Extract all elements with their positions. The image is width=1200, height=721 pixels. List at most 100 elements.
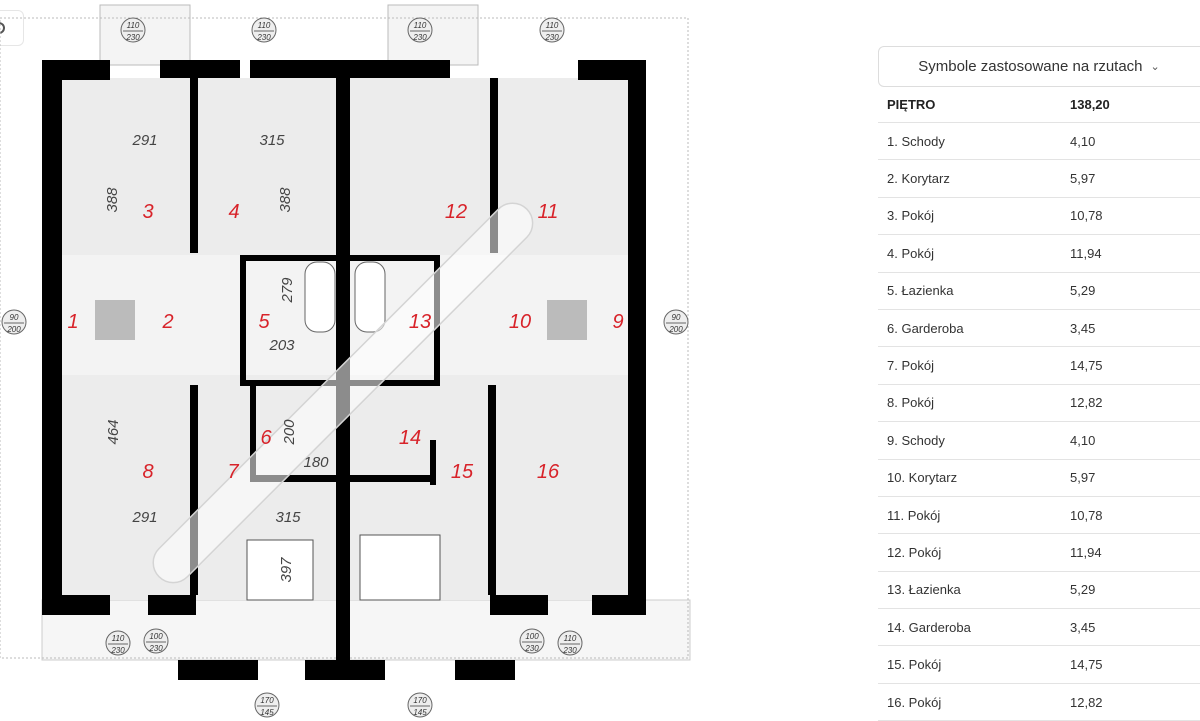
window-width: 170 (413, 696, 427, 705)
window-height: 230 (524, 644, 539, 653)
dimension-label: 203 (268, 337, 295, 354)
room-row: 8. Pokój 12,82 (878, 385, 1200, 423)
room-area: 4,10 (1070, 133, 1096, 149)
room-row: 13. Łazienka 5,29 (878, 572, 1200, 610)
window-tag (539, 17, 565, 43)
window-width: 110 (414, 21, 427, 30)
window-height: 200 (6, 325, 21, 334)
room-name: 11. Pokój (887, 507, 941, 523)
room-area: 14,75 (1070, 358, 1103, 374)
room-number: 6 (260, 427, 272, 449)
window-height: 230 (148, 644, 163, 653)
room-number: 9 (612, 311, 623, 333)
room-name: 13. Łazienka (887, 582, 961, 598)
room-area: 12,82 (1070, 395, 1103, 411)
room-number: 8 (142, 461, 153, 483)
symbols-button-label: Symbole zastosowane na rzutach (918, 58, 1143, 75)
dimension-label: 388 (277, 187, 294, 213)
room-area: 5,29 (1070, 582, 1096, 598)
room-name: 3. Pokój (887, 208, 934, 224)
room-number: 16 (537, 461, 560, 483)
window-height: 230 (110, 646, 125, 655)
room-area: 5,97 (1070, 171, 1096, 187)
room-number: 12 (445, 201, 467, 223)
room-row: 15. Pokój 14,75 (878, 646, 1200, 684)
dimension-label: 315 (259, 132, 285, 149)
room-area: 3,45 (1070, 320, 1096, 336)
window-width: 110 (546, 21, 559, 30)
room-row: 16. Pokój 12,82 (878, 684, 1200, 721)
window-width: 110 (258, 21, 271, 30)
room-row: 10. Korytarz 5,97 (878, 460, 1200, 497)
window-height: 230 (412, 33, 427, 42)
symbols-dropdown-button[interactable]: Symbole zastosowane na rzutach ⌄ (878, 46, 1200, 87)
window-tag (251, 17, 277, 43)
room-row: 2. Korytarz 5,97 (878, 160, 1200, 198)
watermark (152, 202, 534, 584)
floor-label: PIĘTRO (887, 97, 936, 112)
window-width: 110 (112, 634, 125, 643)
room-number: 3 (142, 201, 153, 223)
room-area: 5,97 (1070, 470, 1096, 486)
window-tag (407, 17, 433, 43)
dimension-label: 279 (279, 277, 296, 304)
room-area: 5,29 (1070, 283, 1096, 299)
room-area: 3,45 (1070, 619, 1096, 635)
window-height: 145 (260, 708, 274, 717)
room-row: 7. Pokój 14,75 (878, 347, 1200, 385)
room-number: 2 (161, 311, 173, 333)
room-number: 7 (227, 461, 239, 483)
window-height: 230 (544, 33, 559, 42)
room-name: 16. Pokój (887, 694, 942, 710)
room-row: 5. Łazienka 5,29 (878, 273, 1200, 310)
window-tag (143, 628, 169, 654)
window-width: 90 (672, 313, 681, 322)
room-row: 12. Pokój 11,94 (878, 534, 1200, 572)
window-height: 230 (125, 33, 140, 42)
room-name: 1. Schody (887, 133, 945, 149)
room-number: 4 (228, 201, 239, 223)
window-tag (407, 692, 433, 718)
room-name: 15. Pokój (887, 657, 942, 673)
room-number: 11 (538, 201, 559, 223)
window-tag (557, 630, 583, 656)
room-number: 5 (258, 311, 270, 333)
room-number: 14 (399, 427, 421, 449)
dimension-label: 397 (278, 557, 295, 583)
window-tag (663, 309, 689, 335)
room-area: 11,94 (1070, 245, 1102, 261)
zoom-button[interactable] (0, 10, 24, 46)
room-name: 6. Garderoba (887, 320, 964, 336)
room-area: 12,82 (1070, 694, 1103, 710)
window-width: 100 (149, 632, 163, 641)
window-height: 200 (668, 325, 683, 334)
dimension-label: 291 (131, 132, 157, 149)
room-area: 14,75 (1070, 657, 1103, 673)
room-name: 7. Pokój (887, 358, 934, 374)
room-name: 10. Korytarz (887, 470, 958, 486)
room-number: 15 (451, 461, 474, 483)
room-name: 14. Garderoba (887, 619, 971, 635)
dimension-label: 388 (104, 187, 121, 213)
window-height: 230 (256, 33, 271, 42)
room-name: 9. Schody (887, 432, 945, 448)
room-name: 8. Pokój (887, 395, 934, 411)
room-name: 2. Korytarz (887, 171, 950, 187)
room-name: 12. Pokój (887, 544, 942, 560)
window-height: 145 (413, 708, 427, 717)
room-name: 4. Pokój (887, 245, 934, 261)
room-name: 5. Łazienka (887, 283, 954, 299)
room-number: 1 (67, 311, 78, 333)
dimension-label: 315 (275, 509, 301, 526)
window-tag (120, 17, 146, 43)
window-width: 90 (10, 313, 19, 322)
dimension-label: 180 (303, 454, 329, 471)
room-number: 13 (409, 311, 431, 333)
room-area: 11,94 (1070, 544, 1102, 560)
chevron-down-icon: ⌄ (1150, 61, 1160, 73)
